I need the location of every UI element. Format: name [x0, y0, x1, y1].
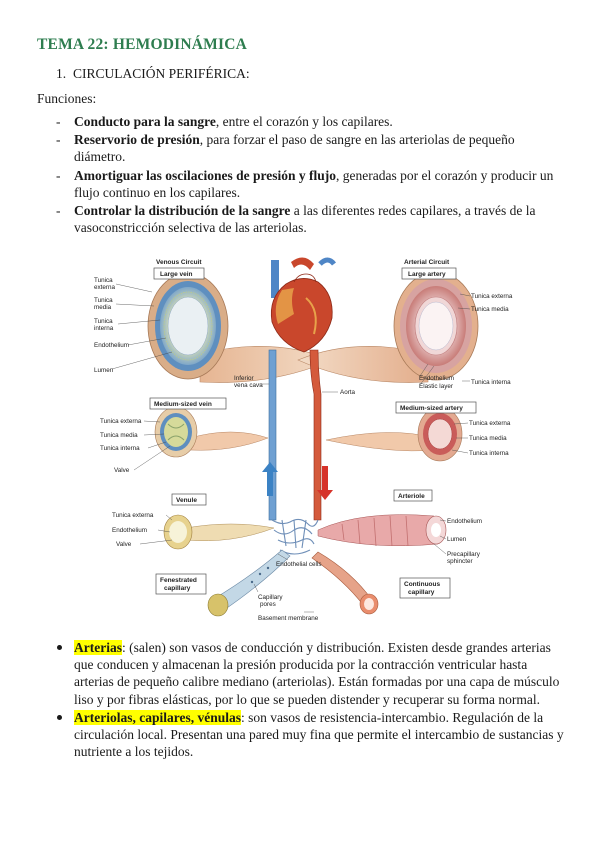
- section-label: CIRCULACIÓN PERIFÉRICA:: [73, 66, 250, 81]
- large-vein-illustration: [147, 272, 333, 383]
- continuous-capillary-label-2: capillary: [408, 589, 435, 596]
- tunica-interna-label: Tunica interna: [471, 379, 511, 386]
- fenestrated-capillary-label-1: Fenestrated: [160, 577, 197, 584]
- tunica-media-label: Tunica media: [471, 306, 509, 313]
- inferior-vena-cava-label: vena cava: [234, 382, 263, 389]
- large-artery-label: Large artery: [408, 271, 446, 278]
- endothelium-label: Endothelium: [112, 527, 147, 534]
- elastic-layer-label: Elastic layer: [419, 383, 453, 390]
- venous-flow-arrow-up-icon: [262, 462, 278, 496]
- function-description: a las diferentes redes capilares, a trav…: [74, 203, 536, 236]
- vessel-types-list: Arterias: (salen) son vasos de conducció…: [56, 639, 566, 761]
- endothelial-cells-label: Endothelial cells: [276, 561, 322, 568]
- venule-illustration: [163, 514, 275, 550]
- functions-list: Conducto para la sangre, entre el corazó…: [56, 113, 561, 237]
- valve-label: Valve: [116, 541, 132, 548]
- function-term: Controlar la distribución de la sangre: [74, 203, 291, 219]
- medium-vein-label: Medium-sized vein: [154, 401, 212, 408]
- circulation-figure: Venous Circuit Large vein Arterial Circu…: [82, 254, 546, 626]
- capillary-bed: [271, 518, 319, 555]
- capillary-pores-label: Capillary: [258, 594, 283, 601]
- endothelium-label: Endothelium: [447, 518, 482, 525]
- page-title: TEMA 22: HEMODINÁMICA: [37, 36, 247, 53]
- tunica-externa-label: externa: [94, 284, 116, 291]
- tunica-media-label: Tunica: [94, 297, 113, 304]
- tunica-interna-label: Tunica interna: [100, 445, 140, 452]
- highlighted-term: Arterias: [74, 640, 122, 655]
- arteriole-illustration: [317, 514, 447, 547]
- medium-artery-illustration: [325, 406, 463, 462]
- venous-circuit-label: Venous Circuit: [156, 259, 202, 266]
- highlighted-term: Arteriolas, capilares, vénulas: [74, 709, 241, 725]
- term-description: : (salen) son vasos de conducción y dist…: [74, 640, 560, 707]
- tunica-media-label: Tunica media: [469, 435, 507, 442]
- continuous-capillary-illustration: [311, 551, 379, 615]
- large-artery-illustration: [297, 271, 479, 383]
- tunica-externa-label: Tunica externa: [471, 293, 513, 300]
- lumen-label: Lumen: [447, 536, 467, 543]
- list-item: Arteriolas, capilares, vénulas: son vaso…: [56, 709, 566, 761]
- section-heading: 1. CIRCULACIÓN PERIFÉRICA:: [56, 66, 250, 82]
- tunica-interna-label: Tunica: [94, 318, 113, 325]
- tunica-externa-label: Tunica externa: [112, 512, 154, 519]
- function-term: Amortiguar las oscilaciones de presión y…: [74, 167, 336, 183]
- tunica-externa-label: Tunica externa: [469, 420, 511, 427]
- tunica-media-label: media: [94, 304, 112, 311]
- term-description: : son vasos de resistencia-intercambio. …: [74, 709, 564, 760]
- arteriole-label: Arteriole: [398, 493, 425, 500]
- list-item: Reservorio de presión, para forzar el pa…: [56, 131, 561, 165]
- fenestrated-capillary-illustration: [207, 549, 291, 617]
- medium-artery-label: Medium-sized artery: [400, 405, 463, 412]
- venule-label: Venule: [176, 497, 197, 504]
- list-item: Conducto para la sangre, entre el corazó…: [56, 113, 561, 130]
- list-item: Controlar la distribución de la sangre a…: [56, 202, 561, 236]
- inferior-vena-cava-label: Inferior: [234, 375, 254, 382]
- heart-illustration: [270, 257, 336, 353]
- tunica-interna-label: Tunica interna: [469, 450, 509, 457]
- section-number: 1.: [56, 66, 67, 81]
- function-description: , entre el corazón y los capilares.: [215, 114, 393, 129]
- aorta: [309, 349, 322, 521]
- precapillary-sphincter-label: Precapillary: [447, 551, 481, 558]
- medium-vein-illustration: [154, 406, 269, 458]
- functions-intro: Funciones:: [37, 91, 97, 106]
- fenestrated-capillary-label-2: capillary: [164, 585, 191, 592]
- function-description: , para forzar el paso de sangre en las a…: [74, 132, 515, 165]
- valve-label: Valve: [114, 467, 130, 474]
- large-vein-label: Large vein: [160, 271, 193, 278]
- precapillary-sphincter-label: sphincter: [447, 558, 473, 565]
- endothelium-label: Endothelium: [94, 342, 129, 349]
- endothelium-label: Endothelium: [419, 375, 454, 382]
- tunica-externa-label: Tunica: [94, 277, 113, 284]
- function-term: Conducto para la sangre: [74, 114, 216, 129]
- arterial-flow-arrow-down-icon: [317, 466, 333, 500]
- function-term: Reservorio de presión: [74, 132, 200, 148]
- continuous-capillary-label-1: Continuous: [404, 581, 440, 588]
- arterial-circuit-label: Arterial Circuit: [404, 259, 450, 266]
- tunica-interna-label: interna: [94, 325, 114, 332]
- capillary-pores-label: pores: [260, 601, 276, 608]
- basement-membrane-label: Basement membrane: [258, 615, 319, 622]
- aorta-label: Aorta: [340, 389, 356, 396]
- list-item: Amortiguar las oscilaciones de presión y…: [56, 167, 561, 201]
- tunica-media-label: Tunica media: [100, 432, 138, 439]
- lumen-label: Lumen: [94, 367, 114, 374]
- function-description: , generadas por el corazón y producir un…: [74, 167, 554, 200]
- list-item: Arterias: (salen) son vasos de conducció…: [56, 639, 566, 708]
- tunica-externa-label: Tunica externa: [100, 418, 142, 425]
